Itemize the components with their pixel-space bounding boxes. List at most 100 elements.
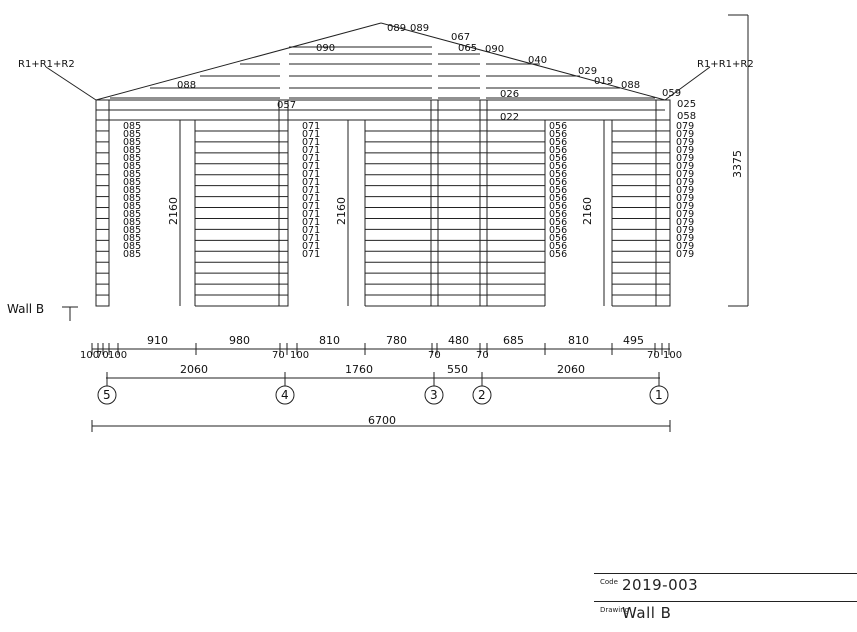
column-log-label: 071 xyxy=(302,177,320,188)
gable-label: 026 xyxy=(500,89,519,100)
column-log-label: 071 xyxy=(302,201,320,212)
gable-label: 065 xyxy=(458,43,477,54)
column-log-label: 056 xyxy=(549,209,567,220)
dim-value: 810 xyxy=(319,334,340,347)
dim-small: 100 xyxy=(80,350,99,361)
gable-label: 090 xyxy=(485,44,504,55)
column-log-label: 056 xyxy=(549,145,567,156)
gable-label: 040 xyxy=(528,55,547,66)
column-log-label: 071 xyxy=(302,209,320,220)
column-log-label: 085 xyxy=(123,153,141,164)
column-log-label: 071 xyxy=(302,233,320,244)
gable-label: 059 xyxy=(662,88,681,99)
dim-value: 2060 xyxy=(557,363,585,376)
column-log-label: 079 xyxy=(676,161,694,172)
gable-label: 067 xyxy=(451,32,470,43)
column-log-label: 079 xyxy=(676,193,694,204)
column-log-label: 085 xyxy=(123,169,141,180)
column-log-label: 079 xyxy=(676,137,694,148)
column-log-label: 085 xyxy=(123,161,141,172)
title-block-code-row: Code 2019-003 xyxy=(594,573,857,602)
column-log-label: 056 xyxy=(549,241,567,252)
column-log-label: 079 xyxy=(676,233,694,244)
gable-label: 057 xyxy=(277,100,296,111)
column-log-label: 071 xyxy=(302,225,320,236)
column-log-label: 071 xyxy=(302,185,320,196)
axis-circle xyxy=(472,385,492,405)
column-log-label: 056 xyxy=(549,129,567,140)
column-log-label: 071 xyxy=(302,137,320,148)
dimension-row-1-small: 100 70 100 70 100 70 70 70 100 xyxy=(80,350,682,361)
gable-label: 088 xyxy=(177,80,196,91)
dim-value: 780 xyxy=(386,334,407,347)
gable-label: 019 xyxy=(594,76,613,87)
column-log-label: 079 xyxy=(676,185,694,196)
column-log-label: 085 xyxy=(123,129,141,140)
column-log-label: 079 xyxy=(676,249,694,260)
total-height-label: 3375 xyxy=(731,150,744,178)
column-log-label: 056 xyxy=(549,249,567,260)
column-log-label: 085 xyxy=(123,145,141,156)
column-log-label: 056 xyxy=(549,137,567,148)
column-log-label: 056 xyxy=(549,201,567,212)
column-log-label: 085 xyxy=(123,209,141,220)
dim-value: 480 xyxy=(448,334,469,347)
roof-line-left xyxy=(95,22,382,101)
door-height-label: 2160 xyxy=(335,197,348,225)
column-log-label: 056 xyxy=(549,161,567,172)
column-log-label: 071 xyxy=(302,129,320,140)
axis-circle xyxy=(424,385,444,405)
column-log-label: 071 xyxy=(302,169,320,180)
axis-label: 3 xyxy=(430,388,438,402)
drawing-key: Drawing xyxy=(600,606,630,614)
column-log-label: 071 xyxy=(302,193,320,204)
gable-labels: 089 089 067 065 090 090 040 029 019 088 … xyxy=(177,23,696,123)
column-log-label: 079 xyxy=(676,177,694,188)
column-log-label: 056 xyxy=(549,225,567,236)
column-log-label: 079 xyxy=(676,145,694,156)
gable-label: 089 xyxy=(410,23,429,34)
wall-structure xyxy=(45,14,749,432)
column-log-label: 079 xyxy=(676,209,694,220)
column-log-label: 056 xyxy=(549,193,567,204)
axis-markers: 5 4 3 2 1 xyxy=(97,385,669,405)
dim-value: 980 xyxy=(229,334,250,347)
column-log-label: 085 xyxy=(123,241,141,252)
column-log-label: 071 xyxy=(302,249,320,260)
dim-small: 100 xyxy=(290,350,309,361)
dim-small: 70 xyxy=(476,350,489,361)
door-height-labels: 2160 2160 2160 3375 xyxy=(167,150,744,225)
dim-value: 495 xyxy=(623,334,644,347)
code-key: Code xyxy=(600,578,618,586)
column-log-label: 085 xyxy=(123,225,141,236)
dim-small: 100 xyxy=(663,350,682,361)
column-log-label: 085 xyxy=(123,233,141,244)
column-log-label: 071 xyxy=(302,241,320,252)
column-log-label: 056 xyxy=(549,121,567,132)
gable-label: 029 xyxy=(578,66,597,77)
gable-label: 088 xyxy=(621,80,640,91)
overall-length-label: 6700 xyxy=(368,414,396,427)
column-log-label: 079 xyxy=(676,225,694,236)
dim-small: 70 xyxy=(96,350,109,361)
column-log-label: 079 xyxy=(676,201,694,212)
dim-small: 100 xyxy=(108,350,127,361)
column-log-label: 085 xyxy=(123,193,141,204)
axis-circle xyxy=(97,385,117,405)
gable-label: 089 xyxy=(387,23,406,34)
column-log-label: 056 xyxy=(549,233,567,244)
column-log-label: 085 xyxy=(123,137,141,148)
gable-label: 090 xyxy=(316,43,335,54)
column-log-label: 079 xyxy=(676,217,694,228)
dim-small: 70 xyxy=(647,350,660,361)
column-log-label: 071 xyxy=(302,161,320,172)
roof-labels: R1+R1+R2 R1+R1+R2 xyxy=(18,59,754,70)
roof-leader-left xyxy=(45,66,97,101)
dim-value: 550 xyxy=(447,363,468,376)
drawing-value: Wall B xyxy=(622,604,672,622)
axis-circle xyxy=(275,385,295,405)
column-log-label: 071 xyxy=(302,153,320,164)
column-log-label: 071 xyxy=(302,145,320,156)
dimension-row-1: 910 980 810 780 480 685 810 495 xyxy=(147,334,644,347)
